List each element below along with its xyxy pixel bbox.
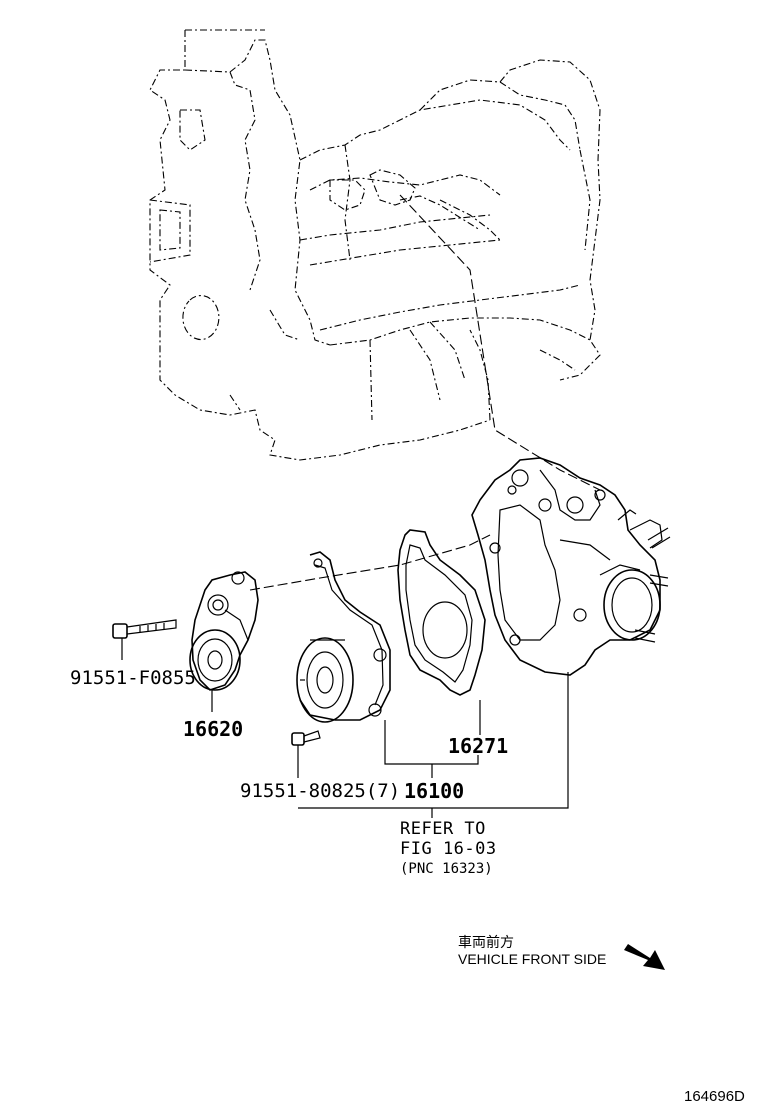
part-label-bolt-pump: 91551-80825(7) xyxy=(240,780,401,802)
part-label-water-pump: 16100 xyxy=(404,779,465,803)
tensioner-assembly xyxy=(189,571,259,691)
engine-block-outline xyxy=(149,29,601,461)
bolt-pump-mount xyxy=(291,730,321,746)
alignment-lines xyxy=(249,194,601,591)
reference-line-2: FIG 16-03 xyxy=(400,839,497,859)
leader-lines xyxy=(121,638,569,818)
bolt-tensioner-mount xyxy=(112,619,177,639)
part-label-tensioner: 16620 xyxy=(183,717,244,741)
reference-line-3: (PNC 16323) xyxy=(400,861,493,877)
idler-pulley xyxy=(296,551,391,723)
vehicle-front-japanese: 車両前方 xyxy=(458,934,514,950)
water-pump-housing xyxy=(471,457,671,676)
figure-code: 164696D xyxy=(684,1088,745,1105)
part-label-bolt-tensioner: 91551-F0855 xyxy=(70,667,196,689)
front-direction-arrow-icon xyxy=(624,944,665,970)
part-label-gasket: 16271 xyxy=(448,734,509,758)
vehicle-front-english: VEHICLE FRONT SIDE xyxy=(458,951,607,967)
gasket xyxy=(397,529,486,696)
reference-line-1: REFER TO xyxy=(400,819,486,839)
